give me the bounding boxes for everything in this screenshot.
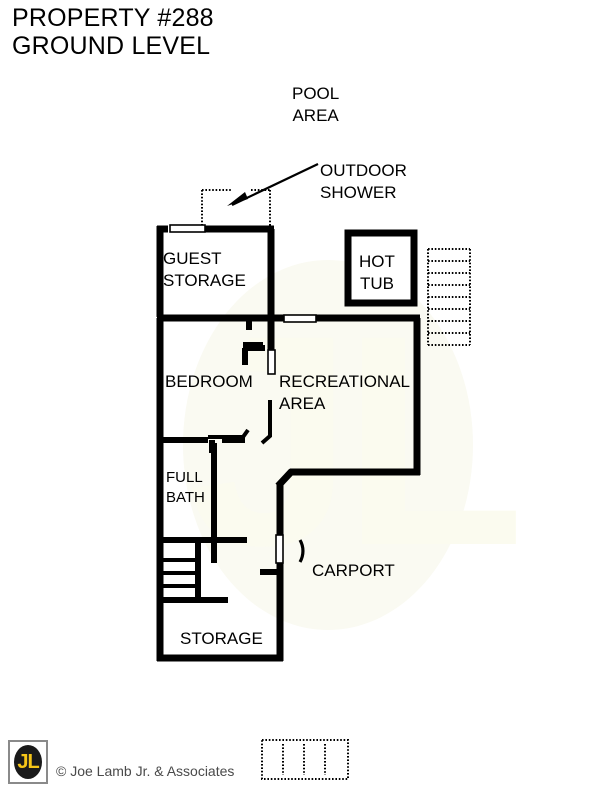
wall-jambs — [196, 318, 252, 603]
storage-line-1: STORAGE — [180, 629, 263, 648]
title-line-level: GROUND LEVEL — [12, 32, 211, 60]
hot-tub-outline — [344, 229, 418, 307]
guest-storage-line-2: STORAGE — [163, 271, 246, 291]
room-label-guest-storage: GUEST STORAGE — [163, 248, 246, 293]
full-bath-line-2: BATH — [166, 488, 205, 506]
logo-oval-shape — [14, 745, 42, 779]
deck-detail-dotted — [261, 739, 349, 780]
stair-treads — [161, 558, 197, 588]
room-label-carport: CARPORT — [312, 560, 395, 582]
room-label-storage: STORAGE — [180, 628, 263, 650]
title-line-property: PROPERTY #288 — [12, 4, 214, 32]
room-label-recreational-area: RECREATIONAL AREA — [279, 371, 410, 416]
recreational-line-2: AREA — [279, 394, 326, 414]
bedroom-line-1: BEDROOM — [165, 372, 253, 391]
full-bath-line-1: FULL — [166, 469, 203, 486]
joe-lamb-logo-icon: JL — [8, 740, 48, 784]
outdoor-shower-enclosure — [201, 189, 271, 228]
recreational-line-1: RECREATIONAL — [279, 372, 410, 391]
outdoor-shower-leader — [227, 163, 319, 206]
hot-tub-line-2: TUB — [359, 274, 394, 294]
guest-storage-line-1: GUEST — [163, 249, 222, 268]
carport-line-1: CARPORT — [312, 561, 395, 580]
room-label-full-bath: FULL BATH — [166, 468, 205, 508]
pool-area-line-1: POOL — [292, 84, 340, 103]
label-outdoor-shower: OUTDOOR SHOWER — [320, 160, 407, 205]
exterior-stair-dotted — [427, 248, 471, 346]
room-label-bedroom: BEDROOM — [165, 371, 253, 393]
pool-area-line-2: AREA — [292, 106, 339, 126]
label-pool-area: POOL AREA — [292, 83, 339, 128]
exterior-walls — [156, 225, 421, 662]
outdoor-shower-line-2: SHOWER — [320, 183, 397, 203]
copyright-notice: © Joe Lamb Jr. & Associates — [56, 763, 235, 779]
interior-walls — [160, 342, 280, 603]
window-openings — [169, 224, 317, 564]
room-label-hot-tub: HOT TUB — [359, 251, 395, 296]
page-title: PROPERTY #288 GROUND LEVEL — [12, 6, 214, 59]
footer: JL © Joe Lamb Jr. & Associates — [8, 740, 234, 784]
logo-initials: JL — [17, 751, 39, 773]
hot-tub-line-1: HOT — [359, 252, 395, 271]
outdoor-shower-line-1: OUTDOOR — [320, 161, 407, 180]
door-swings — [208, 400, 305, 563]
